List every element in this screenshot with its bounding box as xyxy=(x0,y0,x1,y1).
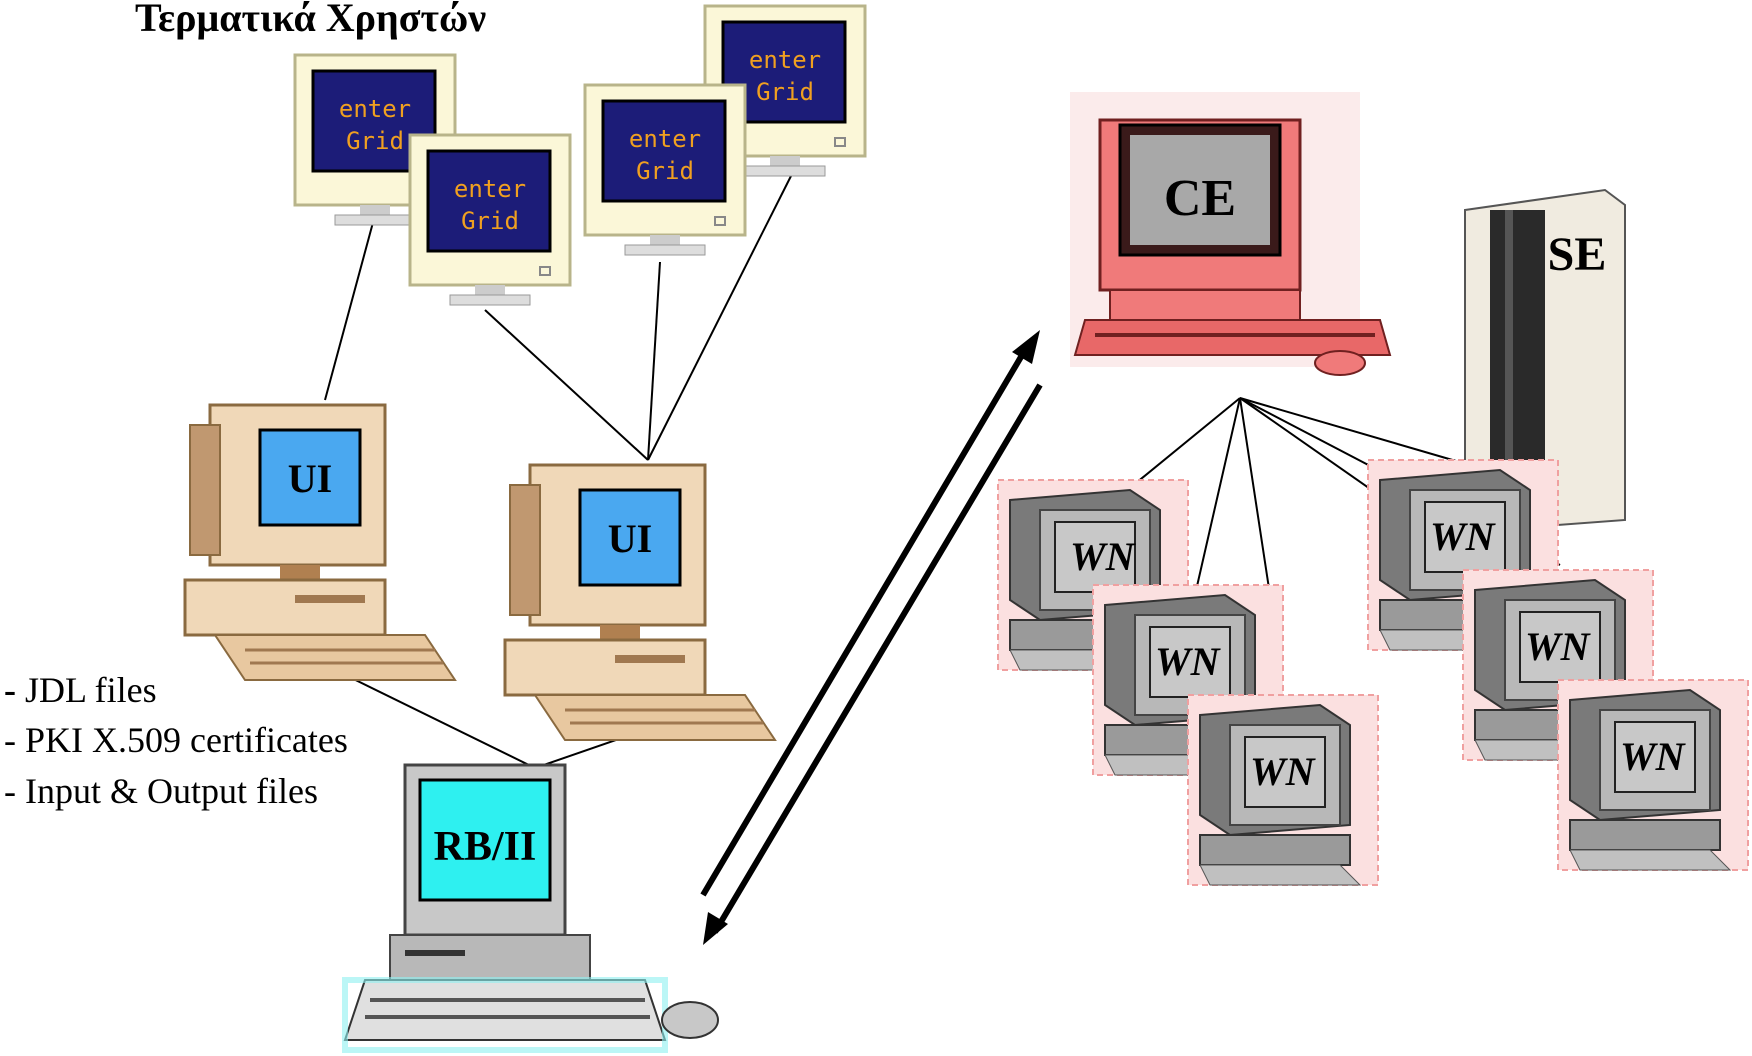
svg-text:Grid: Grid xyxy=(756,78,814,106)
worker-node: WN xyxy=(1187,694,1379,886)
svg-text:WN: WN xyxy=(1430,514,1497,559)
worker-node: WN xyxy=(1557,679,1749,871)
user-terminal: enter Grid xyxy=(703,4,867,178)
svg-text:RB/II: RB/II xyxy=(434,824,537,870)
svg-text:CE: CE xyxy=(1164,170,1236,227)
svg-text:Grid: Grid xyxy=(346,127,404,155)
worker-node: WN xyxy=(1092,584,1284,776)
worker-node: WN xyxy=(1462,569,1654,761)
svg-text:enter: enter xyxy=(339,95,411,123)
connection-lines xyxy=(324,171,794,769)
user-terminal: enter Grid xyxy=(583,83,747,257)
svg-text:UI: UI xyxy=(608,516,652,561)
svg-text:Grid: Grid xyxy=(636,157,694,185)
svg-text:WN: WN xyxy=(1525,624,1592,669)
svg-text:enter: enter xyxy=(749,46,821,74)
svg-text:WN: WN xyxy=(1070,534,1137,579)
note-input-output-files: - Input & Output files xyxy=(4,771,318,811)
svg-text:Grid: Grid xyxy=(461,207,519,235)
worker-node: WN xyxy=(997,479,1189,671)
svg-text:enter: enter xyxy=(629,125,701,153)
note-jdl-files: - JDL files xyxy=(4,670,157,710)
note-pki-certificates: - PKI X.509 certificates xyxy=(4,720,348,760)
svg-text:WN: WN xyxy=(1250,749,1317,794)
svg-text:WN: WN xyxy=(1155,639,1222,684)
rb-ii-computer: RB/II xyxy=(342,763,719,1053)
diagram-title: Τερματικά Χρηστών xyxy=(135,0,487,40)
user-terminal: enter Grid xyxy=(293,53,457,227)
svg-text:UI: UI xyxy=(288,456,332,501)
bidirectional-arrows xyxy=(700,330,1043,945)
svg-text:WN: WN xyxy=(1620,734,1687,779)
ui-computer: UI xyxy=(183,403,457,682)
worker-node: WN xyxy=(1367,459,1559,651)
ce-computer: CE xyxy=(1070,92,1392,376)
ui-computer: UI xyxy=(503,463,777,742)
svg-text:enter: enter xyxy=(454,175,526,203)
user-terminal: enter Grid xyxy=(408,133,572,307)
svg-text:SE: SE xyxy=(1548,228,1607,281)
